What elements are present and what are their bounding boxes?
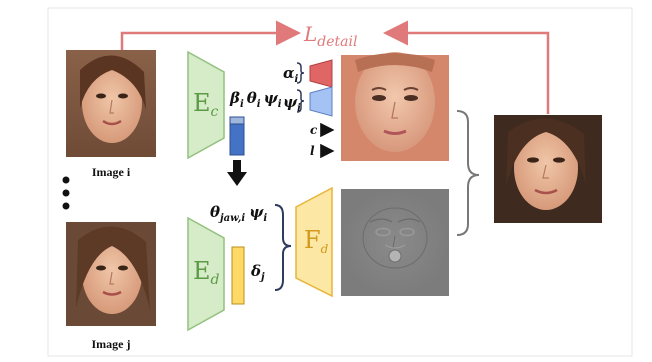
c-label: c xyxy=(310,123,318,137)
detail-map xyxy=(341,189,449,296)
l-label: l xyxy=(310,144,315,158)
detail-input-bracket xyxy=(274,204,292,291)
alpha-model xyxy=(309,59,333,88)
delta-label: δj xyxy=(250,262,265,283)
loss-arrow-left xyxy=(120,20,301,52)
loss-arrows xyxy=(120,20,550,114)
alpha-label: αi xyxy=(283,64,299,85)
decoder-d-label: Fd xyxy=(304,226,329,256)
loss-label: Ldetail xyxy=(303,22,357,50)
caption-image-j: Image j xyxy=(92,337,131,351)
psi-label: ψi xyxy=(283,93,301,114)
ellipsis-dots xyxy=(62,176,70,210)
down-arrow-icon xyxy=(227,160,247,186)
psi-brace xyxy=(296,89,305,113)
caption-image-i: Image i xyxy=(92,165,131,179)
psi-model xyxy=(309,86,333,117)
encoder-d: Ed xyxy=(187,216,225,332)
decoder-d: Fd xyxy=(295,186,333,298)
face-photo-i xyxy=(66,50,156,157)
figure-frame xyxy=(47,7,633,357)
encoder-c-label: Ec xyxy=(193,89,219,120)
face-render xyxy=(341,52,449,161)
combine-bracket xyxy=(456,110,480,236)
encoder-c: Ec xyxy=(187,50,225,160)
loss-arrow-right xyxy=(383,20,550,114)
encoder-d-label: Ed xyxy=(193,257,220,288)
face-output xyxy=(494,115,602,223)
latent-code-blue xyxy=(229,116,245,156)
alpha-brace xyxy=(296,62,305,84)
latent-code-yellow xyxy=(231,246,245,305)
face-photo-j xyxy=(66,222,156,326)
